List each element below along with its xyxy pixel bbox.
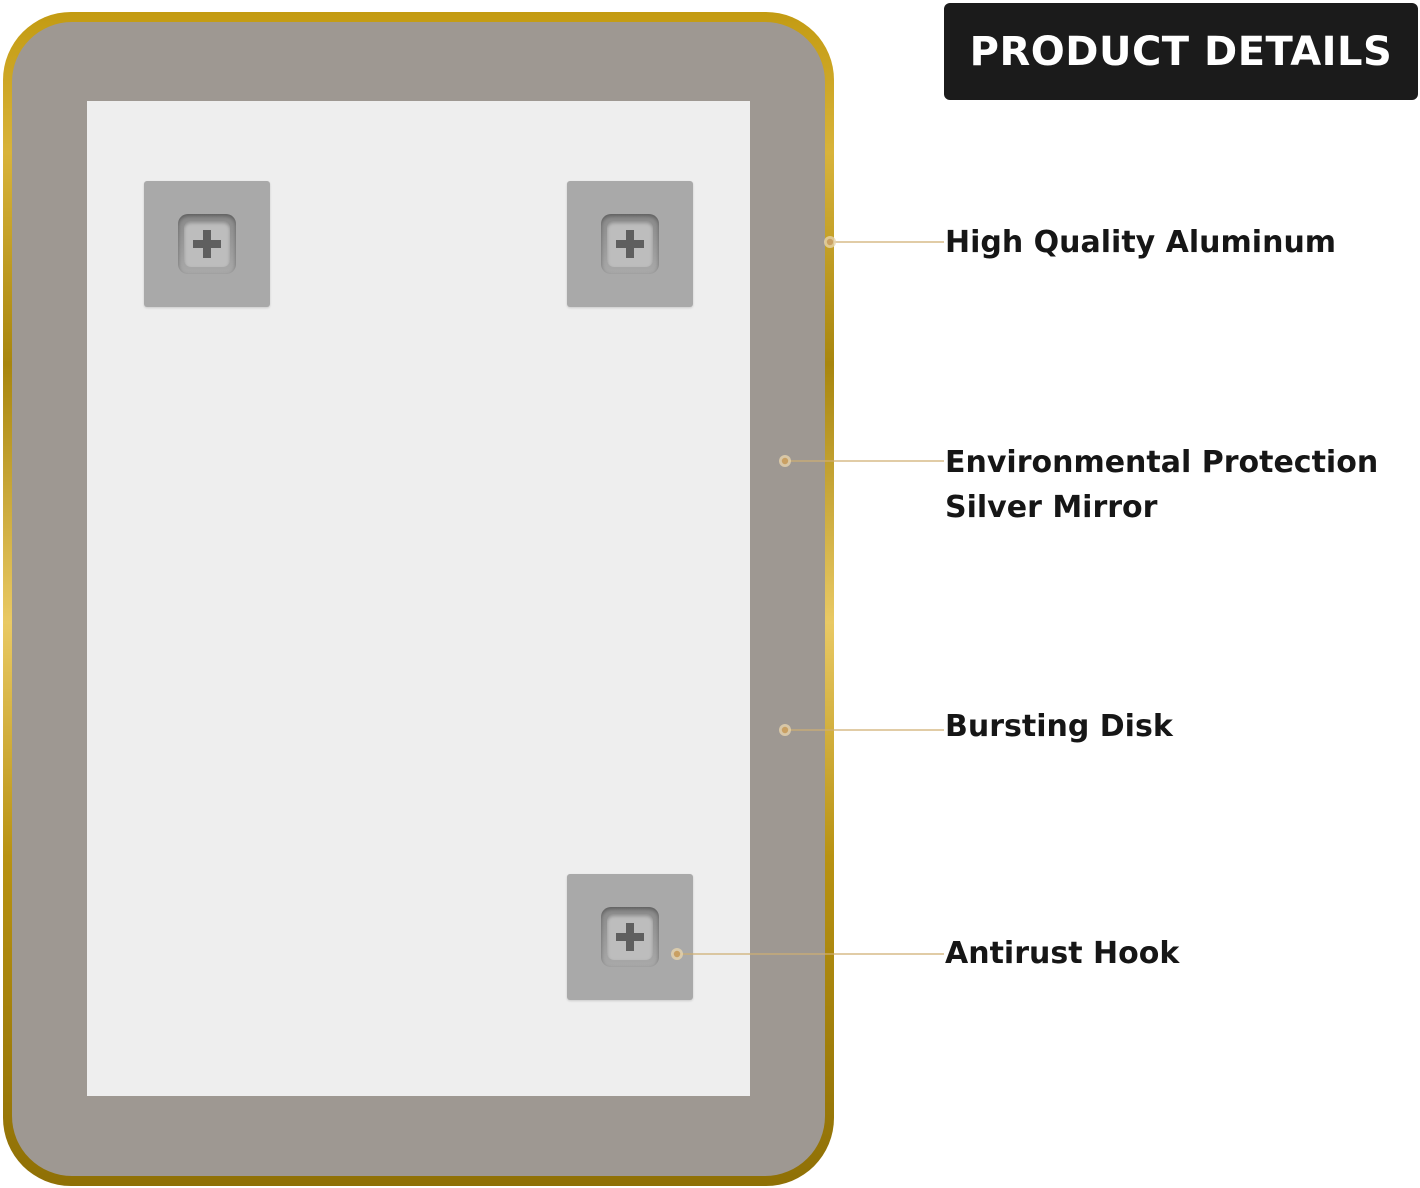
callout-label-bursting-disk: Bursting Disk	[945, 704, 1173, 749]
header-title: PRODUCT DETAILS	[969, 28, 1393, 75]
screw-cross-icon	[184, 221, 230, 267]
callout-line: Antirust Hook	[945, 936, 1180, 971]
hook-top-right	[567, 181, 693, 307]
callout-line: Bursting Disk	[945, 709, 1173, 744]
hook-plate	[178, 214, 236, 274]
callout-leader-bursting-disk	[779, 724, 944, 736]
callout-leader-hook	[671, 948, 944, 960]
product-details-header: PRODUCT DETAILS	[944, 3, 1418, 100]
callout-line: Silver Mirror	[945, 490, 1158, 525]
screw-cross-icon	[607, 221, 653, 267]
callout-line: High Quality Aluminum	[945, 225, 1337, 260]
callout-label-hook: Antirust Hook	[945, 931, 1179, 976]
callout-leader-mirror	[779, 455, 944, 467]
callout-label-mirror: Environmental Protection Silver Mirror	[945, 440, 1378, 530]
hook-plate	[601, 214, 659, 274]
hook-plate	[601, 907, 659, 967]
callout-line: Environmental Protection	[945, 445, 1379, 480]
hook-bottom-right	[567, 874, 693, 1000]
callout-leader-aluminum	[824, 236, 944, 248]
callout-label-aluminum: High Quality Aluminum	[945, 220, 1336, 265]
screw-cross-icon	[607, 914, 653, 960]
hook-top-left	[144, 181, 270, 307]
